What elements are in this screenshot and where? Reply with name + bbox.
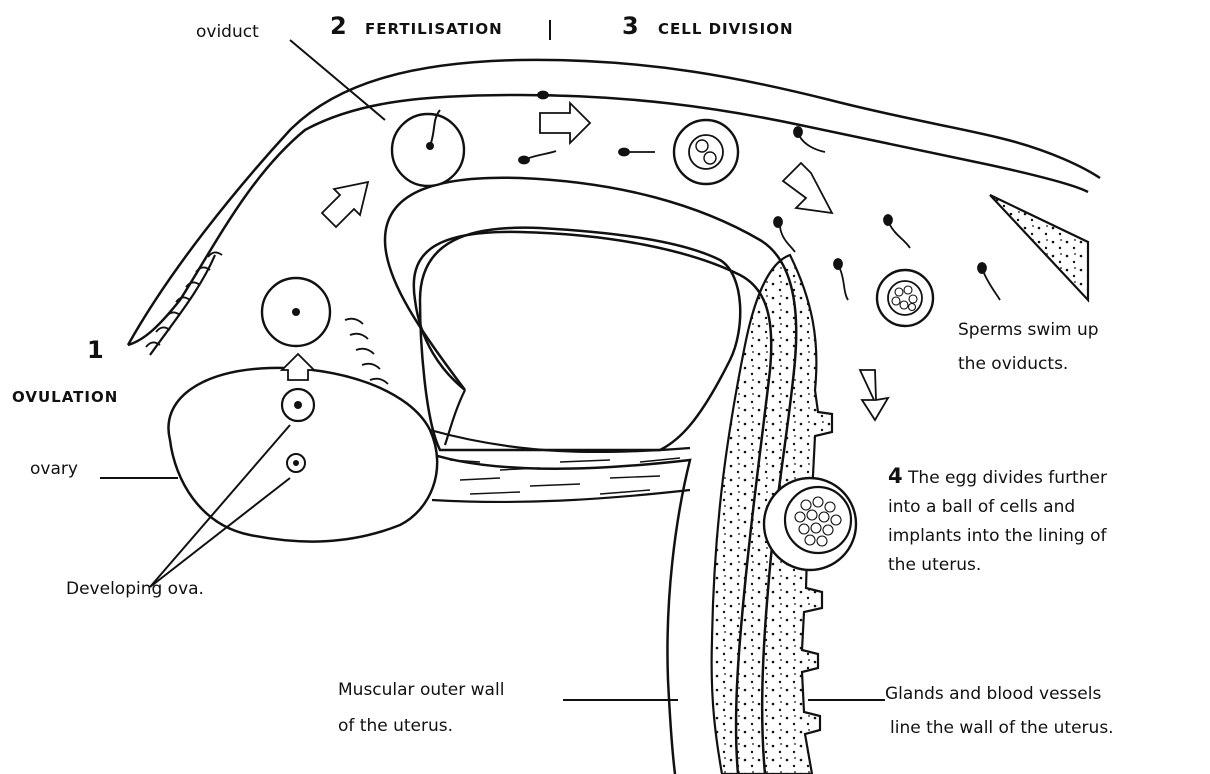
label-developing-ova: Developing ova.	[66, 579, 204, 599]
step-1-label: OVULATION	[12, 388, 118, 406]
step-4-line-1: The egg divides further	[908, 468, 1107, 488]
step-4-description: 4 The egg divides further into a ball of…	[888, 462, 1196, 580]
step-3-label: CELL DIVISION	[658, 20, 794, 38]
fertilised-egg	[392, 114, 464, 186]
step-1-number: 1	[87, 336, 104, 364]
arrow-4	[783, 163, 832, 213]
uterus-outer-wall	[420, 450, 690, 774]
arrow-5	[860, 370, 888, 420]
arrow-3	[540, 103, 590, 143]
step-3-number: 3	[622, 12, 639, 40]
uterus-loop-cavity	[420, 228, 740, 450]
ovarian-ligament	[430, 430, 690, 452]
label-oviduct: oviduct	[196, 22, 259, 42]
step-4-line-3: implants into the lining of	[888, 522, 1196, 551]
label-ovary: ovary	[30, 459, 78, 479]
label-muscular-line-2: of the uterus.	[338, 716, 453, 736]
label-sperms-line-2: the oviducts.	[958, 354, 1068, 374]
arrow-2	[322, 182, 368, 227]
step-2-label: FERTILISATION	[365, 20, 503, 38]
uterus-corner-tissue	[990, 195, 1088, 300]
label-glands-line-2: line the wall of the uterus.	[890, 718, 1114, 738]
step-4-number: 4	[888, 464, 903, 488]
label-muscular-line-1: Muscular outer wall	[338, 680, 504, 700]
label-sperms-line-1: Sperms swim up	[958, 320, 1099, 340]
step-4-line-4: the uterus.	[888, 551, 1196, 580]
ovarian-ligament-lower	[432, 490, 690, 502]
step-4-line-2: into a ball of cells and	[888, 493, 1196, 522]
label-glands-line-1: Glands and blood vessels	[885, 684, 1101, 704]
fimbriae-left	[150, 255, 215, 355]
step-2-number: 2	[330, 12, 347, 40]
